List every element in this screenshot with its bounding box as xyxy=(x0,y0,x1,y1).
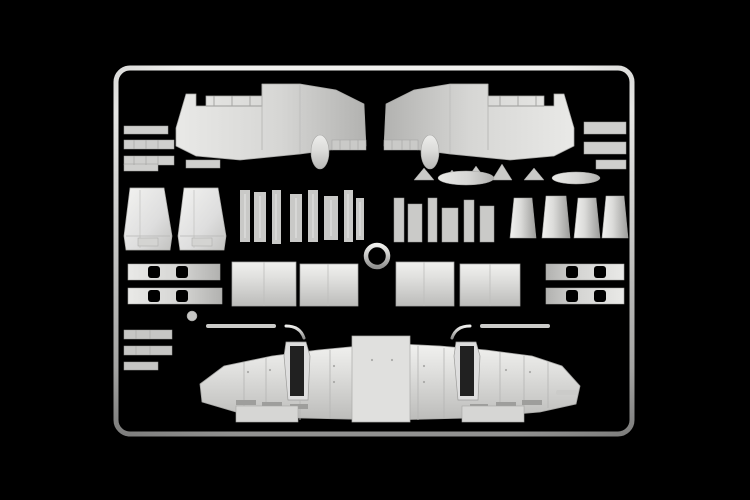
engine-nacelle-panels-left xyxy=(231,261,359,307)
vertical-stabiliser-right xyxy=(177,187,227,251)
vertical-stabiliser-left xyxy=(123,187,173,251)
landing-gear-strut-cluster xyxy=(240,190,364,244)
